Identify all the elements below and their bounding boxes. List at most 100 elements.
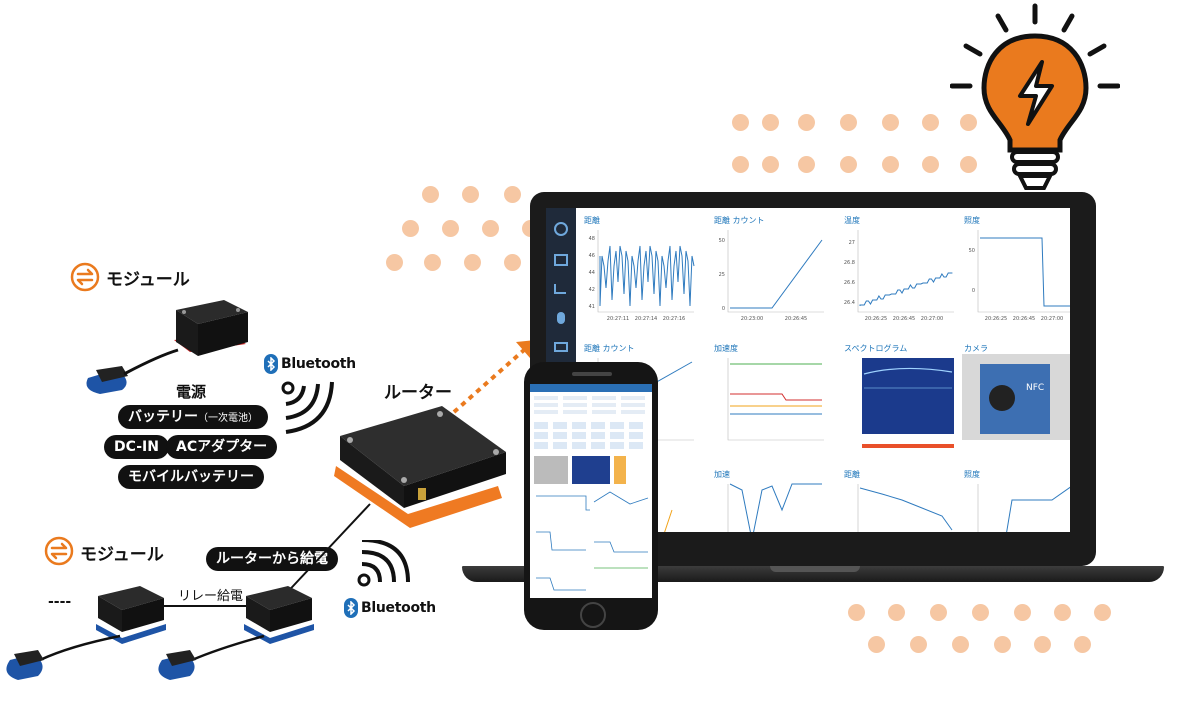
phone-series bbox=[593, 491, 649, 505]
bluetooth-icon bbox=[264, 354, 278, 374]
decor-dot bbox=[732, 156, 749, 173]
phone-widget bbox=[610, 432, 624, 439]
tick-label: 27 bbox=[849, 240, 855, 246]
bluetooth-icon[interactable] bbox=[557, 312, 565, 324]
phone-widget bbox=[572, 456, 610, 484]
panel-title: 加速 bbox=[714, 470, 730, 479]
more-modules-ellipsis: ---- bbox=[48, 594, 72, 610]
phone-widget bbox=[629, 422, 643, 429]
power-title: 電源 bbox=[176, 383, 207, 401]
dashboard-panel[interactable]: カメラ NFC bbox=[960, 340, 1070, 464]
panel-title: 距離 bbox=[584, 216, 600, 225]
series-line bbox=[727, 484, 729, 532]
dashboard-panel[interactable]: スペクトログラム bbox=[840, 340, 958, 464]
colorbar bbox=[862, 444, 954, 448]
panel-chart bbox=[857, 484, 953, 532]
router-icon[interactable] bbox=[554, 342, 568, 352]
tick-label: 0 bbox=[722, 306, 725, 312]
decor-dot bbox=[402, 220, 419, 237]
dashboard-panel[interactable]: 照度 bbox=[960, 466, 1070, 532]
series-line bbox=[664, 509, 673, 532]
phone-widget bbox=[610, 422, 624, 429]
phone-widget bbox=[629, 432, 643, 439]
lightning-icon bbox=[1018, 60, 1054, 126]
bluetooth-top: Bluetooth bbox=[264, 354, 356, 374]
decor-dot bbox=[868, 636, 885, 653]
decor-dot bbox=[960, 114, 977, 131]
tick-label: 20:27:00 bbox=[921, 316, 943, 322]
panel-chart bbox=[977, 484, 1070, 532]
decor-dot bbox=[1094, 604, 1111, 621]
device-icon[interactable] bbox=[554, 254, 568, 266]
ac-adapter-pill: ACアダプター bbox=[166, 435, 278, 459]
phone-widget bbox=[591, 432, 605, 439]
decor-dot bbox=[1014, 604, 1031, 621]
tick-label: 41 bbox=[589, 304, 595, 310]
phone-home-button[interactable] bbox=[580, 602, 606, 628]
dashboard-panel[interactable]: 距離 bbox=[840, 466, 958, 532]
phone-widget bbox=[534, 410, 558, 414]
panel-chart bbox=[727, 358, 824, 441]
module-title-top: モジュール bbox=[106, 270, 190, 290]
panel-chart bbox=[862, 358, 954, 448]
chart-icon[interactable] bbox=[554, 284, 566, 294]
phone-widget bbox=[592, 410, 616, 414]
decor-dot bbox=[882, 114, 899, 131]
phone-widget bbox=[621, 410, 645, 414]
decor-dot bbox=[1034, 636, 1051, 653]
series-line bbox=[863, 367, 953, 375]
tick-label: 50 bbox=[719, 238, 725, 244]
decor-dot bbox=[922, 156, 939, 173]
decor-dot bbox=[922, 114, 939, 131]
phone-widget bbox=[591, 422, 605, 429]
decor-dot bbox=[762, 156, 779, 173]
phone-widget bbox=[563, 396, 587, 400]
decor-dot bbox=[762, 114, 779, 131]
phone-widget bbox=[572, 442, 586, 449]
module-title-bottom: モジュール bbox=[80, 545, 164, 565]
series-line bbox=[980, 237, 1070, 307]
decor-dot bbox=[386, 254, 403, 271]
series-line bbox=[1006, 486, 1070, 532]
panel-title: 照度 bbox=[964, 470, 980, 479]
nfc-label: NFC bbox=[1026, 383, 1044, 393]
panel-title: カメラ bbox=[964, 344, 988, 353]
phone-header-bar bbox=[530, 384, 652, 392]
phone-widget bbox=[621, 396, 645, 400]
dashboard-icon[interactable] bbox=[554, 222, 568, 236]
dashboard-panel[interactable]: 加速度 bbox=[710, 340, 828, 464]
phone-widget bbox=[572, 422, 586, 429]
dc-in-pill: DC-IN bbox=[104, 435, 169, 459]
tick-label: 20:27:11 bbox=[607, 316, 629, 322]
decor-dot bbox=[960, 156, 977, 173]
series-line bbox=[857, 230, 954, 313]
phone-widget bbox=[553, 432, 567, 439]
decor-dot bbox=[840, 114, 857, 131]
tick-label: 26.4 bbox=[844, 300, 855, 306]
decor-dot bbox=[462, 186, 479, 203]
panel-title: スペクトログラム bbox=[844, 344, 908, 353]
decor-dot bbox=[504, 254, 521, 271]
panel-title: 照度 bbox=[964, 216, 980, 225]
decor-dot bbox=[972, 604, 989, 621]
decor-dot bbox=[422, 186, 439, 203]
phone-screen bbox=[530, 384, 652, 598]
phone-widget bbox=[534, 422, 548, 429]
phone-widget bbox=[534, 432, 548, 439]
signal-waves-icon bbox=[281, 381, 334, 434]
module-logo-icon bbox=[70, 262, 100, 292]
tick-label: 26.8 bbox=[844, 260, 855, 266]
dashboard-panel[interactable]: 加速 bbox=[710, 466, 828, 532]
phone-widget bbox=[591, 442, 605, 449]
tick-label: 0 bbox=[972, 288, 975, 294]
tick-label: 20:26:25 bbox=[865, 316, 887, 322]
decor-dot bbox=[882, 156, 899, 173]
router-power-pill: ルーターから給電 bbox=[206, 547, 338, 571]
tick-label: 20:27:16 bbox=[663, 316, 685, 322]
